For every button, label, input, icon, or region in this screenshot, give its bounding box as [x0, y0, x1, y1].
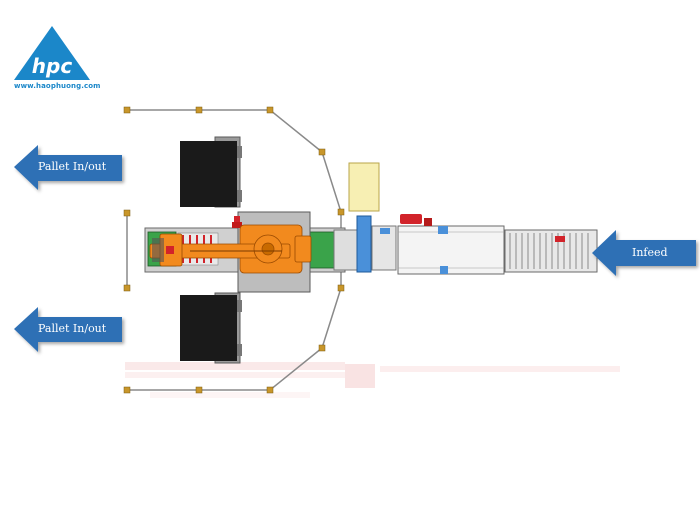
fence-post — [123, 106, 131, 114]
fence-post — [266, 386, 274, 394]
fence-post — [337, 208, 345, 216]
pallet-station-bottom — [180, 292, 242, 364]
fence-post — [337, 284, 345, 292]
fence-post — [123, 209, 131, 217]
arrow-infeed — [592, 230, 696, 276]
infeed-label: Infeed — [632, 246, 668, 259]
sensor-marker — [555, 236, 565, 242]
arrow-pallet-bottom — [14, 307, 122, 352]
logo-mark-text: hpc — [32, 54, 73, 78]
floor-reflection — [125, 362, 620, 398]
arrow-pallet-top — [14, 145, 122, 190]
pallet-in-out-label-top: Pallet In/out — [38, 160, 107, 173]
pallet-load — [180, 295, 237, 361]
pallet-station-top — [180, 136, 242, 208]
robot-arm — [149, 224, 312, 274]
fence-post — [195, 386, 203, 394]
pallet-in-out-label-bottom: Pallet In/out — [38, 322, 107, 335]
logo-url: www.haophuong.com — [14, 82, 101, 90]
roller-set — [509, 233, 589, 269]
transfer-unit — [333, 215, 397, 273]
fence-post — [195, 106, 203, 114]
hpc-logo: hpc — [14, 26, 90, 80]
roller-conveyor — [504, 229, 598, 273]
fence-post — [123, 284, 131, 292]
fence-post — [123, 386, 131, 394]
fence-post — [318, 148, 326, 156]
layer-sheet-magazine — [348, 162, 380, 212]
infeed-conveyor — [397, 214, 598, 275]
pallet-load — [180, 141, 237, 207]
fence-posts — [123, 106, 345, 394]
fence-post — [266, 106, 274, 114]
gripper — [152, 238, 174, 262]
fence-post — [318, 344, 326, 352]
